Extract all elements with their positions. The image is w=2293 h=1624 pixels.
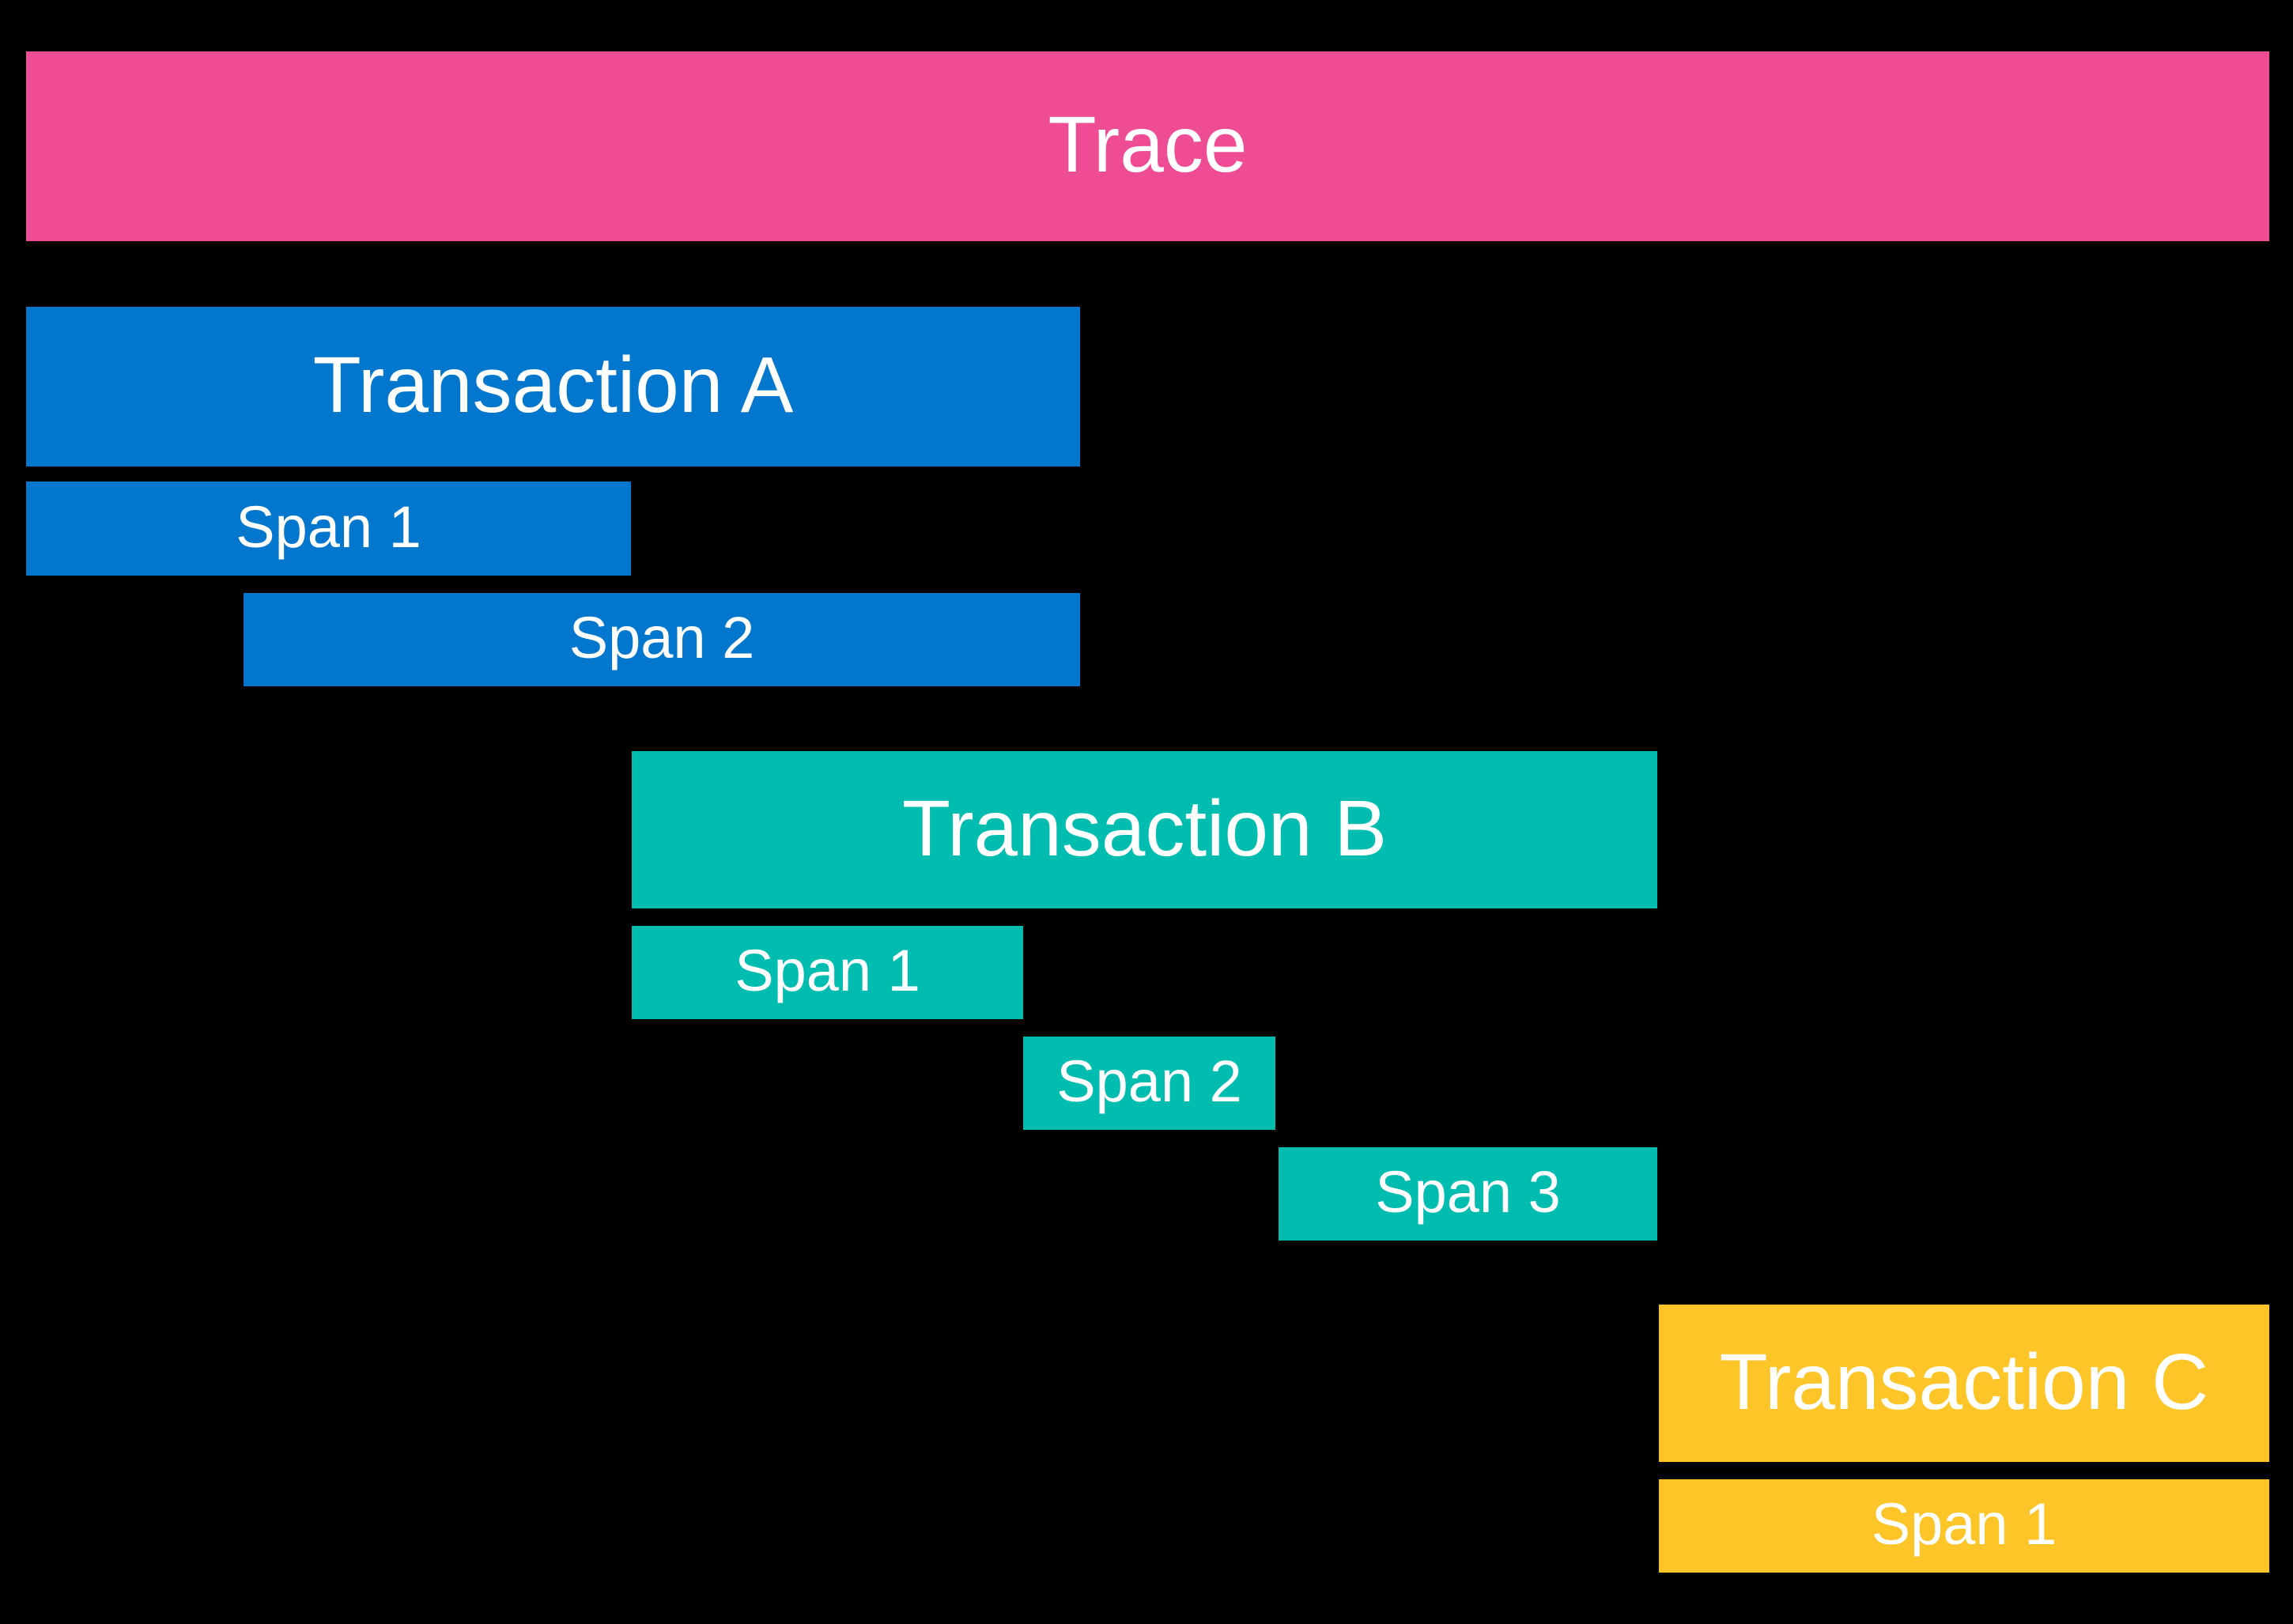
transaction-b-bar: Transaction B (632, 751, 1657, 908)
transaction-c-bar: Transaction C (1659, 1305, 2269, 1462)
transaction-b-span-2-bar: Span 2 (1023, 1037, 1275, 1130)
transaction-c-span-1-label: Span 1 (1871, 1491, 2057, 1557)
transaction-a-span-2-label: Span 2 (569, 605, 755, 670)
trace-bar: Trace (26, 51, 2269, 241)
transaction-a-span-1-label: Span 1 (236, 493, 421, 560)
transaction-b-span-2-label: Span 2 (1056, 1048, 1242, 1114)
transaction-b-span-1-bar: Span 1 (632, 926, 1023, 1019)
transaction-a-span-1-bar: Span 1 (26, 482, 631, 576)
transaction-b-span-3-bar: Span 3 (1279, 1147, 1657, 1241)
transaction-c-span-1-bar: Span 1 (1659, 1479, 2269, 1573)
transaction-b-span-1-label: Span 1 (735, 938, 920, 1003)
transaction-a-label: Transaction A (312, 341, 794, 429)
trace-label: Trace (1048, 100, 1248, 189)
transaction-b-label: Transaction B (901, 784, 1388, 873)
transaction-c-label: Transaction C (1719, 1337, 2209, 1426)
transaction-a-span-2-bar: Span 2 (244, 593, 1080, 686)
transaction-b-span-3-label: Span 3 (1375, 1159, 1561, 1225)
transaction-a-bar: Transaction A (26, 307, 1080, 466)
